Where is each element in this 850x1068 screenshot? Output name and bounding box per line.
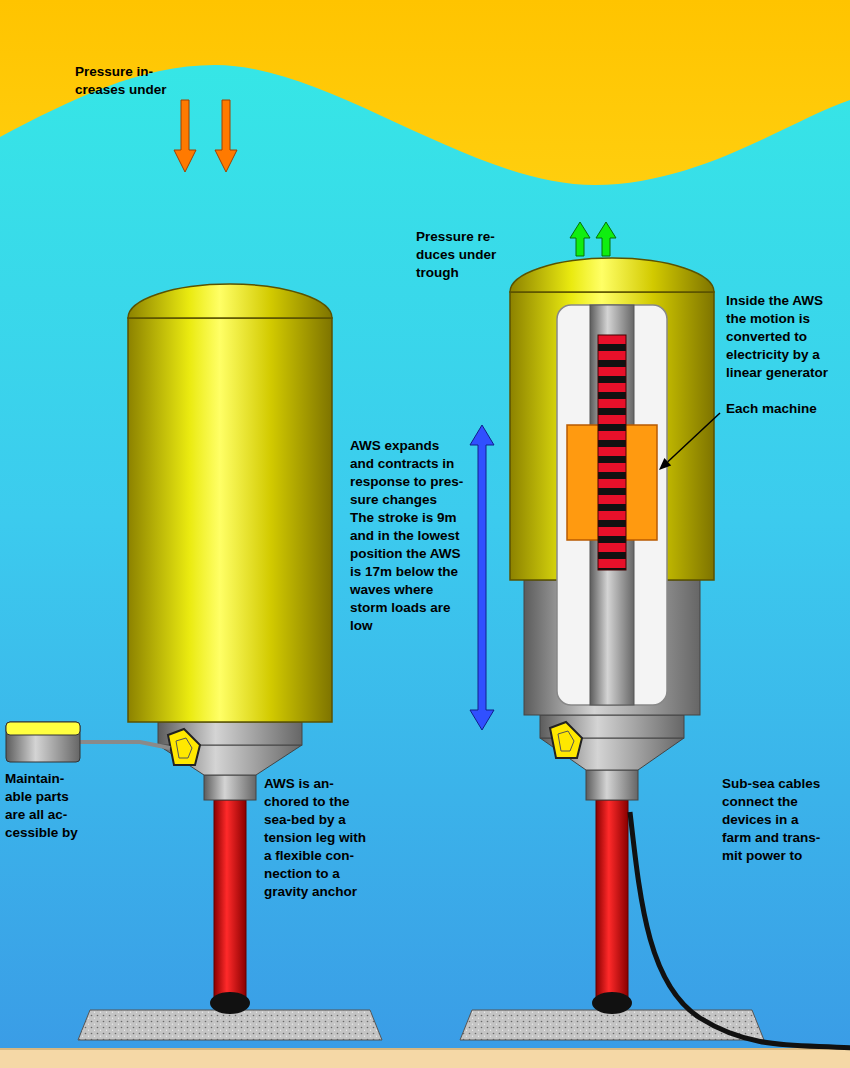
sea-water	[0, 65, 850, 1068]
neck	[586, 770, 638, 800]
pressure-arrow	[174, 100, 196, 172]
floater-dome	[510, 258, 714, 292]
annotation-text: Inside the AWS the motion is converted t…	[726, 292, 838, 382]
leader-arrowhead	[659, 458, 671, 470]
stroke-arrow	[470, 425, 494, 730]
service-module-top	[6, 722, 80, 735]
flexible-joint	[592, 992, 632, 1014]
floater-body	[510, 292, 714, 580]
floater-body	[128, 318, 332, 722]
gravity-anchor	[78, 1010, 382, 1040]
annotation-text: Maintain- able parts are all ac- cessibl…	[5, 770, 83, 842]
service-port	[550, 722, 582, 758]
service-line	[80, 742, 170, 748]
callout-label: Each machine	[726, 400, 817, 418]
floater-dome	[128, 284, 332, 318]
pressure-arrow	[570, 222, 590, 256]
tension-leg	[596, 800, 628, 1000]
annotation-text: Pressure in- creases under	[75, 63, 171, 99]
leader-line	[668, 413, 720, 462]
magnet-translator	[598, 335, 626, 570]
subsea-cable	[630, 812, 850, 1048]
sea-bed	[0, 1048, 850, 1068]
sea-bed-edge	[0, 1048, 850, 1050]
aws-device	[78, 284, 382, 1040]
service-port-detail	[558, 731, 574, 751]
annotation-text: Sub-sea cables connect the devices in a …	[722, 775, 827, 865]
service-port	[168, 729, 200, 765]
cutaway	[557, 305, 667, 705]
pressure-arrow	[596, 222, 616, 256]
gravity-anchor	[460, 1010, 764, 1040]
annotation-text: AWS expands and contracts in response to…	[350, 437, 465, 635]
pressure-arrow	[215, 100, 237, 172]
annotation-text: Pressure re- duces under trough	[416, 228, 504, 282]
neck	[204, 775, 256, 800]
tension-leg	[214, 800, 246, 1000]
flexible-joint	[210, 992, 250, 1014]
service-port-detail	[176, 738, 192, 758]
aws-device	[460, 258, 764, 1040]
service-module	[6, 722, 80, 762]
annotation-text: AWS is an- chored to the sea-bed by a te…	[264, 775, 371, 901]
